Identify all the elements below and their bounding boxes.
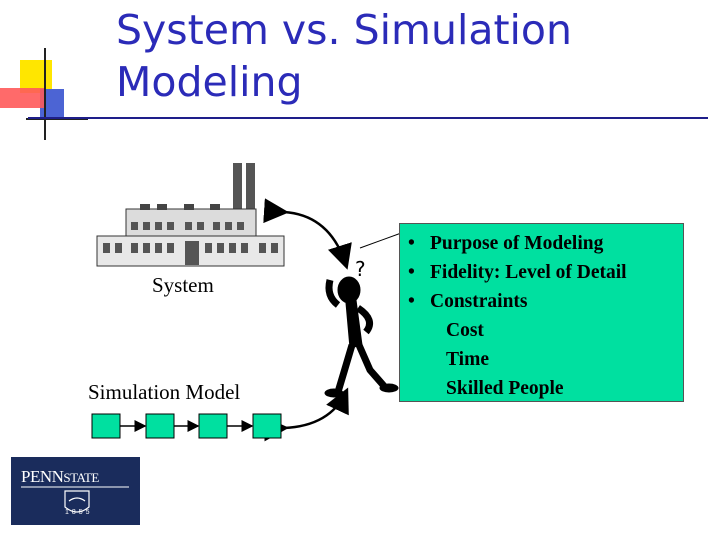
logo-text-penn: PENN [21, 467, 64, 486]
bullet-item: •Fidelity: Level of Detail [408, 262, 627, 283]
factory-icon [96, 163, 285, 267]
sub-bullet-item: Time [446, 349, 489, 370]
pennstate-logo: PENNSTATE 1855 [11, 457, 140, 525]
logo-year: 1855 [65, 509, 93, 516]
pointer-line [359, 231, 405, 249]
question-mark: ? [355, 257, 366, 281]
slide-title: System vs. Simulation Modeling [116, 6, 573, 106]
arrow-to-model [263, 387, 349, 442]
sub-bullet-item: Skilled People [446, 378, 564, 399]
arrow-to-system [263, 198, 352, 270]
bullet-item: •Constraints [408, 291, 528, 312]
simulation-model-blocks [91, 413, 282, 439]
considerations-box: •Purpose of Modeling •Fidelity: Level of… [399, 223, 684, 402]
bullet-item: •Purpose of Modeling [408, 233, 604, 254]
simulation-model-label: Simulation Model [88, 380, 241, 404]
sub-bullet-item: Cost [446, 320, 484, 341]
system-label: System [152, 273, 214, 297]
logo-text-state: STATE [63, 470, 99, 485]
title-underline [28, 117, 708, 119]
thinking-figure [324, 276, 399, 398]
